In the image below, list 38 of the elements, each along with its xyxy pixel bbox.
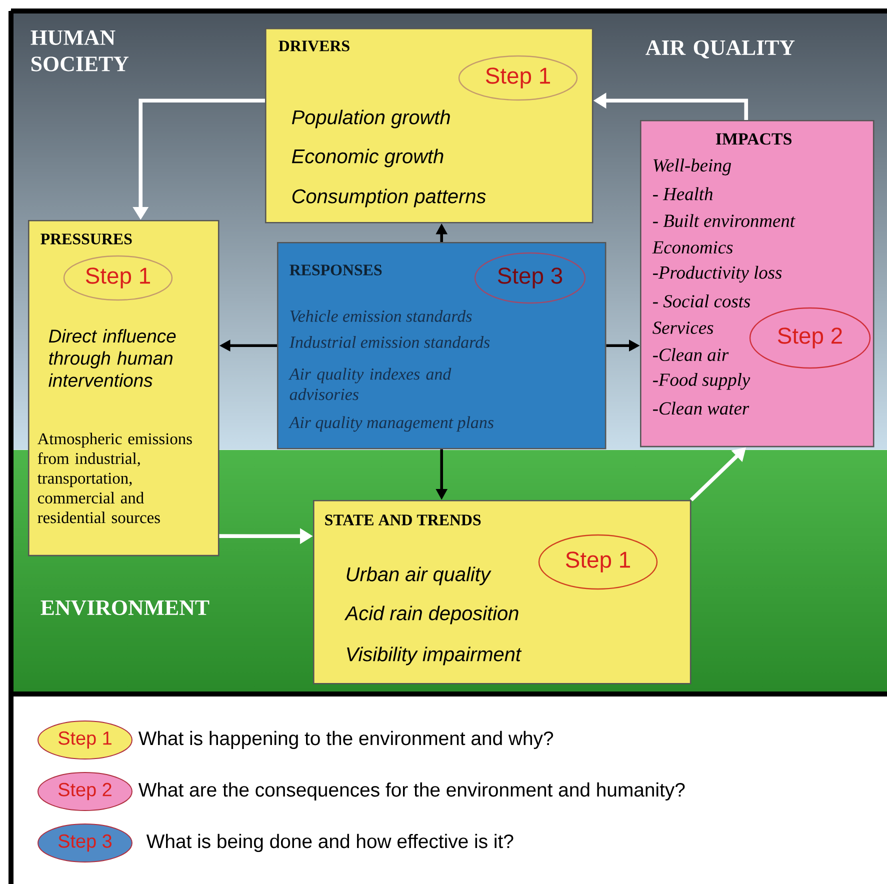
heading: PRESSURES xyxy=(40,234,132,244)
list-item: Services xyxy=(652,322,714,334)
heading: STATE AND TRENDS xyxy=(325,514,481,526)
list-item: -Clean water xyxy=(653,402,750,415)
drivers-box xyxy=(265,28,594,224)
list-item: Atmospheric emissions from industrial, transportation, commercial and residential sources xyxy=(38,432,192,524)
region-label: HUMAN SOCIETY xyxy=(30,30,129,72)
list-item: -Clean air xyxy=(653,348,729,362)
heading: RESPONSES xyxy=(290,264,382,276)
heading: IMPACTS xyxy=(716,133,792,145)
list-item: Economics xyxy=(652,241,733,254)
list-item: Air quality management plans xyxy=(288,416,494,432)
legend-text: What are the consequences for the environment and humanity? xyxy=(138,782,685,801)
list-item: Visibility impairment xyxy=(347,646,522,666)
list-item: Vehicle emission standards xyxy=(290,310,472,322)
pressures-box xyxy=(28,220,220,556)
responses-box xyxy=(277,242,606,450)
list-item: - Built environment xyxy=(653,214,796,228)
list-item: Well-being xyxy=(654,158,732,176)
legend-text: What is being done and how effective is it? xyxy=(146,834,514,852)
list-item: Air quality indexes and advisories xyxy=(288,368,452,400)
state-box xyxy=(313,500,692,684)
list-item: Population growth xyxy=(292,110,450,128)
region-label: ENVIRONMENT xyxy=(40,600,210,616)
list-item: Industrial emission standards xyxy=(289,336,490,348)
list-item: - Health xyxy=(653,187,712,200)
heading: DRIVERS xyxy=(278,40,350,52)
list-item: Economic growth xyxy=(292,148,444,168)
list-item: Direct influence through human interventions xyxy=(48,329,176,387)
impacts-box xyxy=(640,120,874,448)
list-item: Acid rain deposition xyxy=(344,606,518,624)
list-item: Consumption patterns xyxy=(292,188,486,208)
list-item: -Food supply xyxy=(653,373,750,390)
list-item: Urban air quality xyxy=(346,566,492,586)
list-item: -Productivity loss xyxy=(653,266,782,283)
list-item: - Social costs xyxy=(653,294,750,308)
legend-text: What is happening to the environment and why? xyxy=(138,730,554,750)
region-label: AIR QUALITY xyxy=(646,40,795,58)
